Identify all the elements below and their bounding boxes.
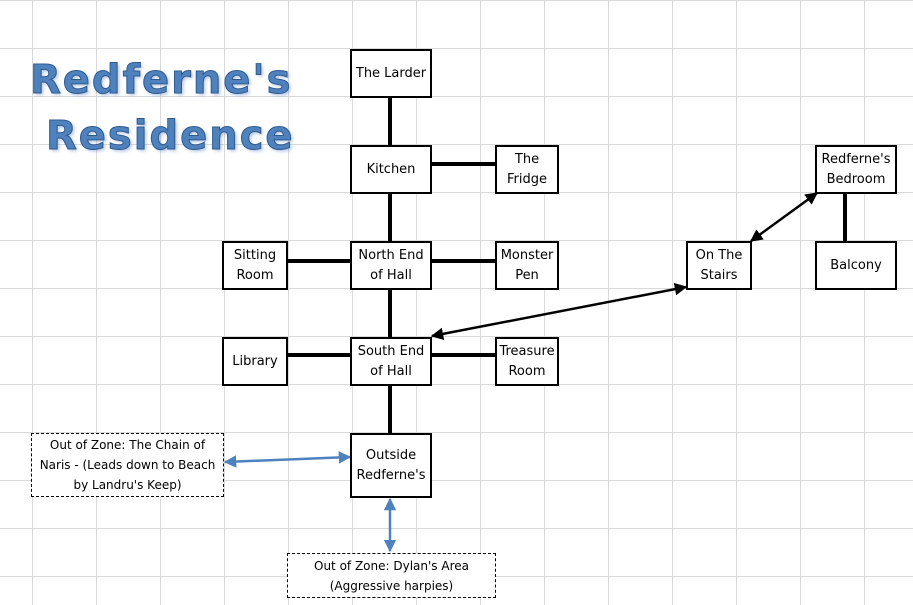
title-line-2: Residence bbox=[46, 113, 295, 160]
zone-dylans-area: Out of Zone: Dylan's Area (Aggressive ha… bbox=[287, 553, 496, 598]
title-line-1: Redferne's bbox=[30, 57, 293, 104]
room-the-fridge: The Fridge bbox=[495, 145, 559, 194]
room-library: Library bbox=[222, 337, 288, 386]
room-north-end-of-hall: North End of Hall bbox=[350, 241, 432, 290]
room-treasure-room: Treasure Room bbox=[495, 337, 559, 386]
room-sitting-room: Sitting Room bbox=[222, 241, 288, 290]
zone-chain-of-naris: Out of Zone: The Chain of Naris - (Leads… bbox=[31, 433, 224, 497]
diagram-title: Redferne's Residence bbox=[30, 52, 300, 164]
room-redfernes-bedroom: Redferne's Bedroom bbox=[815, 145, 897, 194]
room-on-the-stairs: On The Stairs bbox=[686, 241, 752, 290]
room-monster-pen: Monster Pen bbox=[495, 241, 559, 290]
room-south-end-of-hall: South End of Hall bbox=[350, 337, 432, 386]
room-outside-redfernes: Outside Redferne's bbox=[350, 433, 432, 498]
room-balcony: Balcony bbox=[815, 241, 897, 290]
room-kitchen: Kitchen bbox=[350, 145, 432, 194]
arrow-chain-naris-outside bbox=[223, 451, 352, 468]
arrow-south-hall-stairs bbox=[430, 282, 688, 341]
arrow-stairs-bedroom bbox=[749, 191, 819, 243]
room-the-larder: The Larder bbox=[350, 49, 432, 98]
